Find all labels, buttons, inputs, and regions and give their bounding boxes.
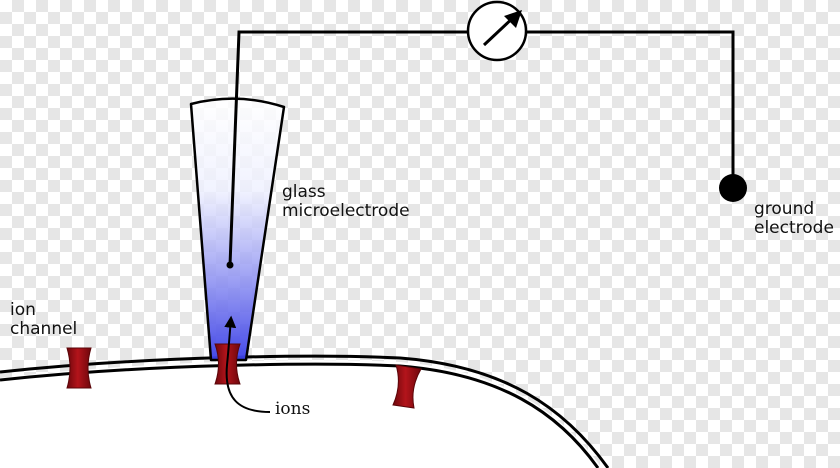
ground-electrode-icon [719,174,747,202]
ions-label: ions [275,399,311,419]
ground-electrode-label-line-2: electrode [754,218,834,238]
ion-channel-label: ion channel [10,301,77,339]
glass-microelectrode-label-line-2: microelectrode [282,201,410,221]
ion-channel-label-line-1: ion [10,300,36,320]
glass-microelectrode-label: glass microelectrode [282,183,410,221]
galvanometer-icon [466,0,528,62]
ground-electrode-label: ground electrode [754,200,834,238]
cell-membrane-inner [0,362,600,468]
ion-channel-left [66,347,92,389]
ground-electrode-label-line-1: ground [754,199,815,219]
ion-channel-right [392,364,422,409]
electrode-tip-dot [226,261,234,269]
glass-microelectrode [189,97,286,362]
circuit-wire [228,30,735,266]
cell-body [0,360,602,468]
cell-membrane-outer [0,354,610,468]
glass-microelectrode-label-line-1: glass [282,182,326,202]
ions-arrow [224,315,271,413]
ion-channel-label-line-2: channel [10,319,78,339]
